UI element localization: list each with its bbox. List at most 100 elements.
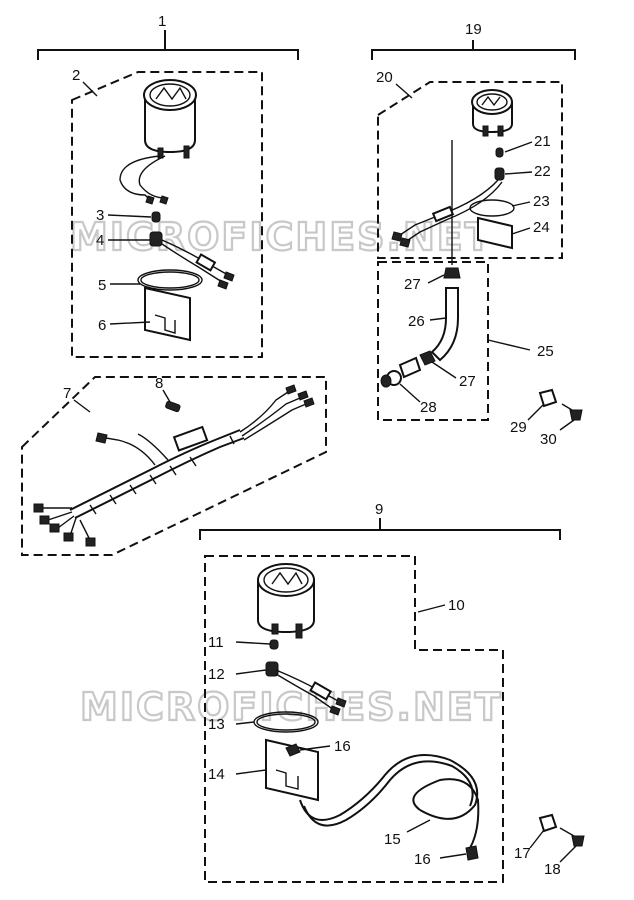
callout-23: 23 bbox=[533, 193, 550, 210]
bracket-9 bbox=[199, 529, 561, 540]
callout-20: 20 bbox=[376, 69, 393, 86]
leader-28 bbox=[399, 383, 421, 403]
part-29-clip bbox=[538, 388, 558, 408]
leader-29 bbox=[527, 403, 545, 421]
part-16-screw-upper bbox=[285, 743, 301, 757]
leader-27b bbox=[431, 361, 457, 379]
callout-28: 28 bbox=[420, 399, 437, 416]
callout-24: 24 bbox=[533, 219, 550, 236]
part-28-nipple bbox=[398, 356, 422, 379]
callout-14: 14 bbox=[208, 766, 225, 783]
callout-25: 25 bbox=[537, 343, 554, 360]
callout-2: 2 bbox=[72, 67, 80, 84]
leader-12 bbox=[235, 669, 267, 675]
part-5-ring bbox=[137, 269, 203, 291]
callout-27-bottom: 27 bbox=[459, 373, 476, 390]
leader-21 bbox=[504, 141, 533, 153]
part-17-clip bbox=[538, 813, 558, 833]
part-3-bulb bbox=[151, 211, 161, 223]
leader-11 bbox=[235, 641, 271, 645]
callout-30: 30 bbox=[540, 431, 557, 448]
leader-2 bbox=[82, 81, 98, 97]
leader-15 bbox=[406, 819, 431, 833]
part-28-washer bbox=[380, 374, 392, 388]
leader-18 bbox=[559, 845, 577, 863]
callout-6: 6 bbox=[98, 317, 106, 334]
callout-5: 5 bbox=[98, 277, 106, 294]
part-23-ring bbox=[469, 199, 515, 217]
watermark-bottom: MICROFICHES.NET bbox=[80, 685, 503, 729]
leader-24 bbox=[511, 227, 531, 235]
leader-3 bbox=[107, 214, 152, 218]
callout-16-upper: 16 bbox=[334, 738, 351, 755]
callout-10: 10 bbox=[448, 597, 465, 614]
part-4-socket-harness bbox=[149, 231, 235, 290]
group-7-harness: 7 8 bbox=[21, 375, 327, 556]
leader-14 bbox=[235, 769, 267, 775]
part-24-bracket bbox=[477, 216, 513, 250]
part-26-hose bbox=[430, 287, 459, 362]
leader-16-lower bbox=[439, 853, 467, 859]
bracket-19 bbox=[371, 49, 576, 60]
harness-wrap bbox=[89, 435, 235, 515]
part-14-bracket bbox=[265, 738, 319, 802]
callout-3: 3 bbox=[96, 207, 104, 224]
leader-16-upper bbox=[299, 745, 331, 751]
dashed-box-20 bbox=[377, 81, 563, 259]
part-15-hose bbox=[299, 754, 479, 821]
leader-8 bbox=[162, 389, 171, 403]
part-18-screw bbox=[571, 835, 585, 847]
harness-left-connectors bbox=[33, 503, 96, 547]
gauge-part-20 bbox=[471, 89, 513, 137]
harness-main bbox=[69, 429, 241, 511]
leader-25 bbox=[487, 339, 531, 351]
part-6-bracket bbox=[144, 286, 191, 342]
leader-26 bbox=[429, 317, 447, 321]
callout-13: 13 bbox=[208, 716, 225, 733]
leader-22 bbox=[504, 171, 533, 175]
leader-7 bbox=[73, 399, 91, 413]
group-9: 9 10 11 12 13 14 15 16 16 17 18 bbox=[199, 501, 585, 883]
callout-22: 22 bbox=[534, 163, 551, 180]
leader-6 bbox=[109, 321, 151, 325]
part-22-socket bbox=[494, 167, 505, 181]
part-8-fuse bbox=[165, 400, 181, 413]
dashed-box-2 bbox=[71, 71, 263, 358]
leader-17 bbox=[529, 829, 545, 849]
part-16-clip-lower bbox=[465, 845, 479, 861]
group-1: 1 2 3 4 5 6 bbox=[37, 13, 299, 358]
leader-27a bbox=[427, 274, 445, 284]
callout-21: 21 bbox=[534, 133, 551, 150]
gauge-part-9 bbox=[257, 563, 315, 639]
callout-11: 11 bbox=[208, 634, 224, 651]
leader-13 bbox=[235, 721, 255, 725]
callout-8: 8 bbox=[155, 375, 163, 392]
callout-12: 12 bbox=[208, 666, 225, 683]
callout-29: 29 bbox=[510, 419, 527, 436]
part-30-screw bbox=[569, 409, 583, 421]
leader-10 bbox=[417, 604, 446, 613]
leader-30 bbox=[559, 419, 575, 431]
callout-19: 19 bbox=[465, 21, 482, 38]
part-12-socket-harness bbox=[265, 661, 347, 716]
callout-27-top: 27 bbox=[404, 276, 421, 293]
callout-16-lower: 16 bbox=[414, 851, 431, 868]
wire-2a bbox=[119, 155, 161, 201]
dashed-box-7 bbox=[21, 376, 327, 556]
dashed-box-25 bbox=[377, 261, 489, 421]
callout-9: 9 bbox=[375, 501, 383, 518]
callout-15: 15 bbox=[384, 831, 401, 848]
group-19: 19 20 21 22 23 24 25 26 27 27 28 29 30 bbox=[371, 21, 583, 448]
harness-right-terminals bbox=[285, 384, 315, 408]
watermark-top: MICROFICHES.NET bbox=[70, 215, 493, 259]
callout-1: 1 bbox=[158, 13, 166, 30]
part-27-fitting-top bbox=[443, 267, 461, 279]
part-27-fitting-bottom bbox=[419, 350, 436, 366]
bracket-1 bbox=[37, 49, 299, 60]
harness-connector bbox=[172, 425, 209, 452]
callout-7: 7 bbox=[63, 385, 71, 402]
callout-17: 17 bbox=[514, 845, 531, 862]
gauge-part-2 bbox=[143, 79, 197, 159]
leader-23 bbox=[511, 201, 531, 207]
